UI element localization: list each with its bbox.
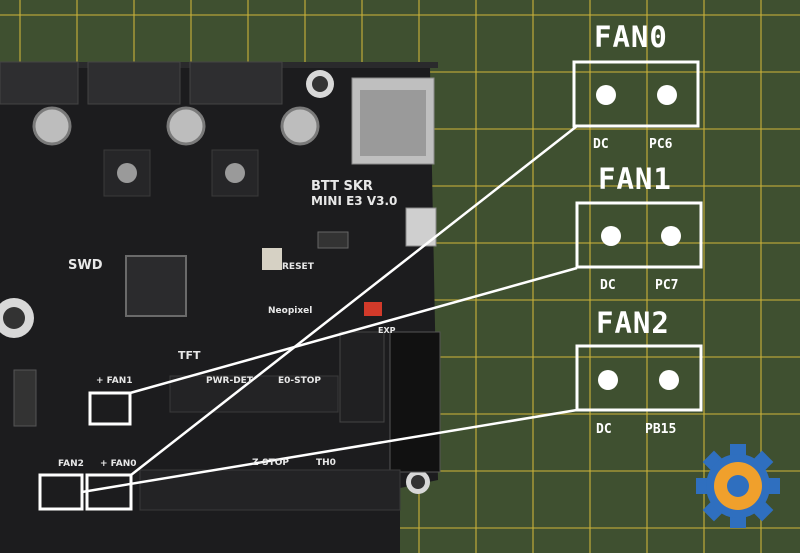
z-stop-label: Z-STOP: [252, 458, 289, 468]
fan0-pin-left-label: DC: [593, 137, 609, 152]
fan1-pin-right-label: PC7: [655, 278, 679, 293]
top-connector-1: [0, 61, 79, 105]
leader-fan2: [81, 408, 578, 494]
fan1-title: FAN1: [598, 162, 672, 196]
exp-header: [389, 331, 441, 473]
top-connector-2: [87, 61, 181, 105]
fan2-pin-left-label: DC: [596, 422, 612, 437]
exp-label: EXP: [378, 326, 396, 335]
stepper-driver-1: [103, 149, 151, 197]
leader-fan1: [129, 266, 578, 395]
fan2-pin-right-label: PB15: [645, 422, 677, 437]
capacitor-1: [32, 106, 72, 146]
mid-connector-row: [169, 375, 339, 413]
board-model: MINI E3 V3.0: [311, 194, 398, 208]
fan1-pin-dc: [601, 226, 621, 246]
capacitor-2: [166, 106, 206, 146]
swd-label: SWD: [68, 258, 103, 273]
controller-board: [0, 61, 441, 553]
reset-button: [262, 248, 282, 270]
tft-label: TFT: [178, 349, 201, 362]
fan1-pin-left-label: DC: [600, 278, 616, 293]
fan2-connector-diagram: [575, 344, 703, 412]
top-connector-3: [189, 61, 283, 105]
capacitor-3: [280, 106, 320, 146]
e0-stop-label: E0-STOP: [278, 376, 322, 386]
bottom-connector-row: [139, 469, 401, 511]
fan1-pin-signal: [661, 226, 681, 246]
fan1-silk-label: + FAN1: [96, 376, 133, 386]
tft-header: [339, 331, 385, 423]
ss12-diode: [317, 231, 349, 249]
fan0-pin-signal: [657, 85, 677, 105]
fan0-connector-diagram: [572, 60, 700, 128]
fan0-pin-dc: [596, 85, 616, 105]
leader-fan0: [130, 125, 578, 476]
th0-label: TH0: [316, 458, 336, 468]
fan1-connector-diagram: [575, 201, 703, 269]
fan1-highlight-box: [88, 391, 132, 426]
neopixel-label: Neopixel: [268, 306, 313, 316]
annotation-overlay: [38, 60, 703, 511]
fan2-pin-dc: [598, 370, 618, 390]
pwr-det-label: PWR-DET: [206, 376, 253, 386]
fan2-title: FAN2: [596, 306, 670, 340]
red-jumper: [364, 302, 382, 316]
logo-gear-icon: [696, 444, 780, 528]
board-name: BTT SKR: [311, 179, 373, 194]
fan0-silk-label: + FAN0: [100, 459, 137, 469]
connector-pins: [596, 85, 681, 390]
mcu-chip: [125, 255, 187, 317]
fan0-pin-right-label: PC6: [649, 137, 673, 152]
reset-label: RESET: [282, 262, 314, 272]
fan0-title: FAN0: [594, 20, 668, 54]
fan2-pin-signal: [659, 370, 679, 390]
fan2-silk-label: FAN2: [58, 459, 84, 469]
